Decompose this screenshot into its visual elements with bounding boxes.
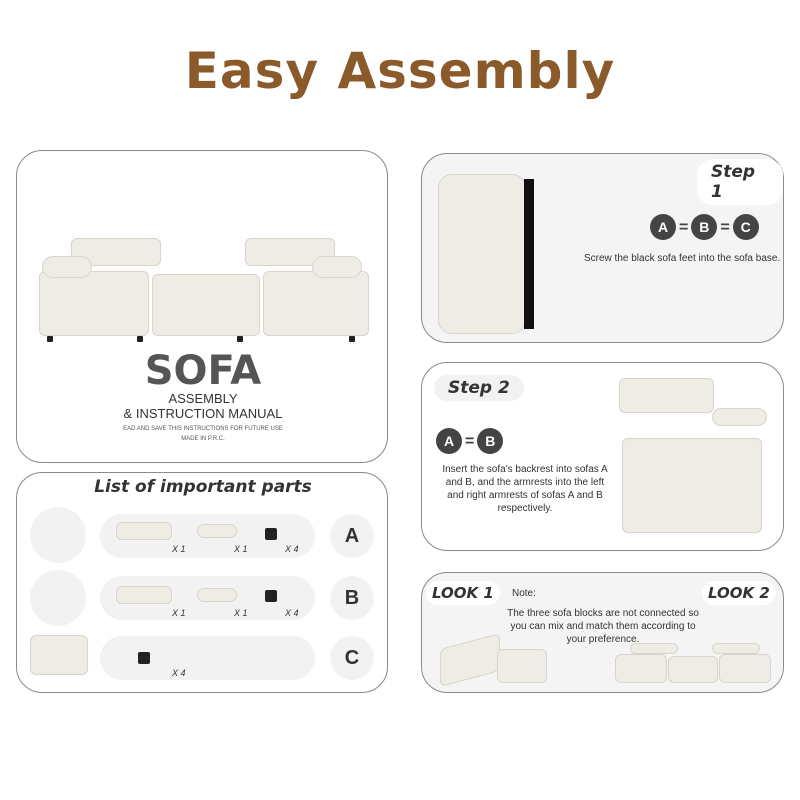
part-letter-b: B: [330, 576, 374, 620]
qty-feet: X 4: [285, 544, 299, 554]
cover-heading: SOFA: [144, 348, 262, 394]
step2-text: Insert the sofa's backrest into sofas A …: [442, 464, 608, 514]
step1-badges: A=B=C: [650, 214, 759, 240]
parts-row-c: X 4: [100, 636, 315, 680]
step2-badges: A=B: [436, 428, 504, 454]
parts-row-b: X 1 X 1 X 4: [100, 576, 315, 620]
badge-b: B: [477, 428, 504, 454]
equals: =: [465, 433, 475, 450]
badge-a: A: [436, 428, 462, 454]
cover-line2: & INSTRUCTION MANUAL: [123, 406, 283, 421]
note-text: The three sofa blocks are not connected …: [507, 608, 699, 645]
page-title: Easy Assembly: [184, 42, 616, 100]
manual-cover-panel: SOFA ASSEMBLY & INSTRUCTION MANUAL EAD A…: [16, 150, 388, 463]
parts-row-a: X 1 X 1 X 4: [100, 514, 315, 558]
step1-text: Screw the black sofa feet into the sofa …: [584, 253, 781, 264]
looks-panel: LOOK 1 LOOK 2 Note: The three sofa block…: [421, 572, 784, 693]
qty-feet: X 4: [285, 608, 299, 618]
step2-label: Step 2: [434, 375, 524, 401]
part-a-image: [30, 507, 86, 563]
cover-line1: ASSEMBLY: [168, 391, 238, 406]
step2-panel: Step 2 A=B Insert the sofa's backrest in…: [421, 362, 784, 551]
part-c-image: [30, 635, 88, 675]
sofa-image: [37, 236, 369, 342]
step1-panel: Step 1 A=B=C Screw the black sofa feet i…: [421, 153, 784, 343]
note-label: Note:: [512, 588, 536, 599]
sofa-side-image: [438, 174, 526, 334]
qty-feet: X 4: [172, 668, 186, 678]
look2-label: LOOK 2: [702, 581, 776, 605]
qty-armrest: X 1: [234, 544, 248, 554]
badge-a: A: [650, 214, 676, 240]
part-letter-c: C: [330, 636, 374, 680]
cover-line3: EAD AND SAVE THIS INSTRUCTIONS FOR FUTUR…: [123, 426, 283, 432]
parts-title: List of important parts: [94, 477, 312, 497]
badge-b: B: [691, 214, 718, 240]
step1-label: Step 1: [697, 159, 783, 205]
cover-line4: MADE IN P.R.C.: [181, 436, 225, 442]
part-b-image: [30, 570, 86, 626]
qty-armrest: X 1: [234, 608, 248, 618]
badge-c: C: [732, 214, 759, 240]
part-letter-a: A: [330, 514, 374, 558]
qty-backrest: X 1: [172, 608, 186, 618]
equals: =: [720, 219, 730, 236]
qty-backrest: X 1: [172, 544, 186, 554]
equals: =: [679, 219, 689, 236]
look1-label: LOOK 1: [426, 581, 500, 605]
